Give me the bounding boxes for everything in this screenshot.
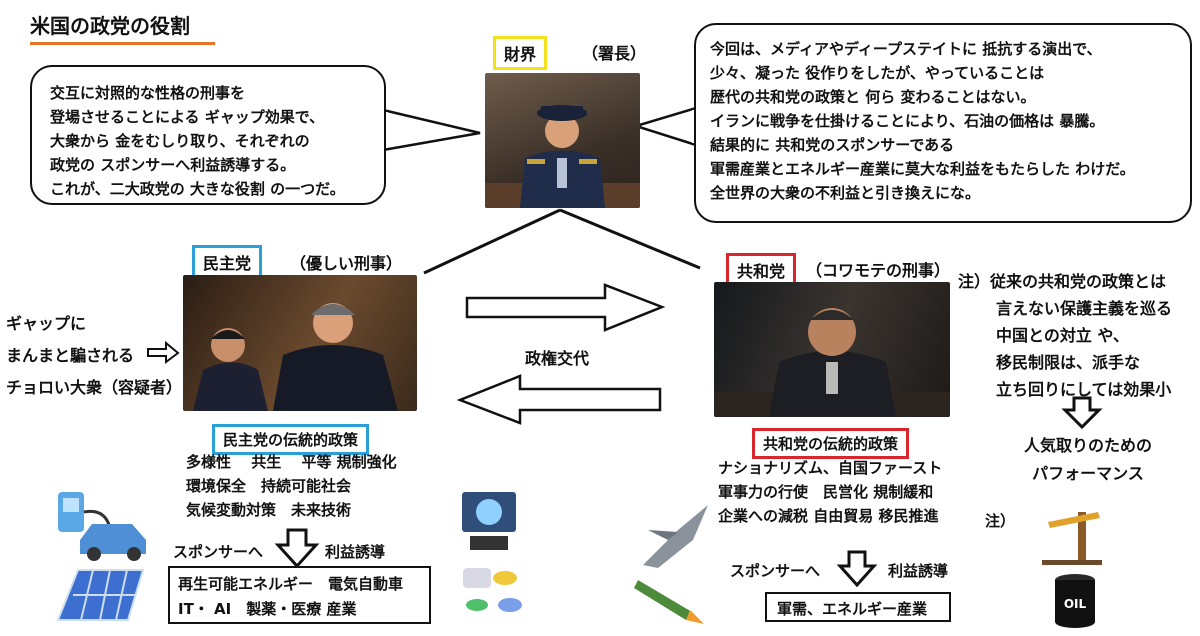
bubble-line: これが、二大政党の 大きな役割 の一つだ。 [50,180,345,198]
bubble-line: 軍需産業とエネルギー産業に莫大な利益をもたらした わけだ。 [710,160,1135,178]
arrow-right-icon [465,283,666,332]
note-text: 注）従来の共和党の政策とは 言えない保護主義を巡る 中国との対立 や、 移民制限… [958,268,1172,403]
solar-panel-icon [56,569,145,621]
note-conclusion: 人気取りのための パフォーマンス [1018,432,1158,488]
policy-line: 環境保全 持続可能社会 [186,477,352,495]
bubble-line: 大衆から 金をむしり取り、それぞれの [50,132,310,150]
bubble-line: 登場させることによる ギャップ効果で、 [50,108,325,126]
page-title: 米国の政党の役割 [30,10,215,45]
bubble-line: イランに戦争を仕掛けることにより、石油の価格は 暴騰。 [710,112,1105,130]
left-bubble-tail [381,108,481,152]
democrat-policy-title: 民主党の伝統的政策 [212,424,370,455]
policy-line: 企業への減税 自由貿易 移民推進 [718,507,939,525]
gentle-detective-image [183,275,417,411]
oil-pump-icon [1042,512,1102,565]
democrat-role: （優しい刑事） [290,254,403,273]
arrow-down-democrat-icon [274,528,320,569]
bubble-line: 結果的に 共和党のスポンサーである [710,136,955,154]
democrat-sponsor-suffix: 利益誘導 [325,543,386,561]
zaikai-label: 財界 [493,36,548,70]
arrow-left-icon [456,374,662,425]
sponsor-line: 軍需、エネルギー産業 [777,600,928,618]
oil-barrel-icon: OIL [1055,574,1095,628]
democrat-sponsor-box: 再生可能エネルギー 電気自動車 IT・ AI 製薬・医療 産業 [168,566,431,624]
detective-and-boy-icon [193,303,398,411]
medicine-pills-icon [463,568,522,612]
conclusion-line: パフォーマンス [1032,464,1144,483]
policy-line: 多様性 共生 平等 規制強化 [186,453,397,471]
fighter-jet-icon [643,505,708,568]
note-line: 移民制限は、派手な [996,353,1141,372]
note-line: 注）従来の共和党の政策とは [958,272,1167,291]
democrat-sponsor-prefix: スポンサーへ [173,543,264,561]
zaikai-role: （署長） [582,44,647,63]
note-line: 言えない保護主義を巡る [996,299,1173,318]
right-bubble-tail [631,106,698,147]
conclusion-line: 人気取りのための [1023,436,1152,455]
oil-barrel-label: OIL [1064,597,1087,611]
bubble-line: 全世界の大衆の不利益と引き換えにな。 [710,184,981,202]
missile-icon [634,580,704,624]
policy-line: 気候変動対策 未来技術 [186,501,352,519]
republican-sponsor-prefix: スポンサーへ [730,562,821,580]
republican-sponsor-box: 軍需、エネルギー産業 [765,592,951,622]
ai-computer-icon [462,492,516,550]
masses-line: ギャップに [6,314,87,333]
republican-policy-list: ナショナリズム、自国ファースト 軍事力の行使 民営化 規制緩和 企業への減税 自… [718,456,942,528]
democrat-policy-list: 多様性 共生 平等 規制強化 環境保全 持続可能社会 気候変動対策 未来技術 [186,450,397,522]
bubble-line: 政党の スポンサーへ利益誘導する。 [50,156,296,174]
masses-line: チョロい大衆（容疑者） [6,378,183,397]
bubble-line: 少々、凝った 役作りをしたが、やっていることは [710,64,1045,82]
line-zaikai-democrat [423,208,561,275]
note-line: 中国との対立 や、 [996,326,1129,345]
policy-line: ナショナリズム、自国ファースト [718,459,943,477]
regime-change-label: 政権交代 [525,349,590,368]
arrow-down-note-icon [1061,396,1103,430]
small-arrow-right-icon [147,340,180,364]
bubble-line: 歴代の共和党の政策と 何ら 変わることはない。 [710,88,1036,106]
arrow-down-republican-icon [836,550,878,588]
bubble-line: 今回は、メディアやディープステイトに 抵抗する演出で、 [710,40,1102,58]
democrat-label: 民主党 [192,245,263,279]
republican-sponsor-suffix: 利益誘導 [888,562,949,580]
policy-line: 軍事力の行使 民営化 規制緩和 [718,483,934,501]
republican-role: （コワモテの刑事） [806,261,951,280]
left-speech-bubble: 交互に対照的な性格の刑事を 登場させることによる ギャップ効果で、 大衆から 金… [30,65,386,205]
tough-detective-image [714,282,950,417]
masses-text: ギャップに まんまと騙される チョロい大衆（容疑者） [6,308,182,404]
bubble-line: 交互に対照的な性格の刑事を [50,84,246,102]
police-chief-icon [485,105,640,208]
republican-policy-note: 注） [985,512,1016,530]
masses-line: まんまと騙される [6,346,135,365]
republican-policy-title: 共和党の伝統的政策 [752,428,910,459]
note-line: 立ち回りにしては効果小 [996,380,1172,399]
tough-detective-icon [714,308,950,417]
police-chief-image [485,73,640,208]
line-zaikai-republican [559,208,701,270]
right-speech-bubble: 今回は、メディアやディープステイトに 抵抗する演出で、 少々、凝った 役作りをし… [694,23,1192,223]
sponsor-line: 再生可能エネルギー 電気自動車 [178,575,404,593]
sponsor-line: IT・ AI 製薬・医療 産業 [178,600,357,618]
electric-car-icon [58,492,146,561]
